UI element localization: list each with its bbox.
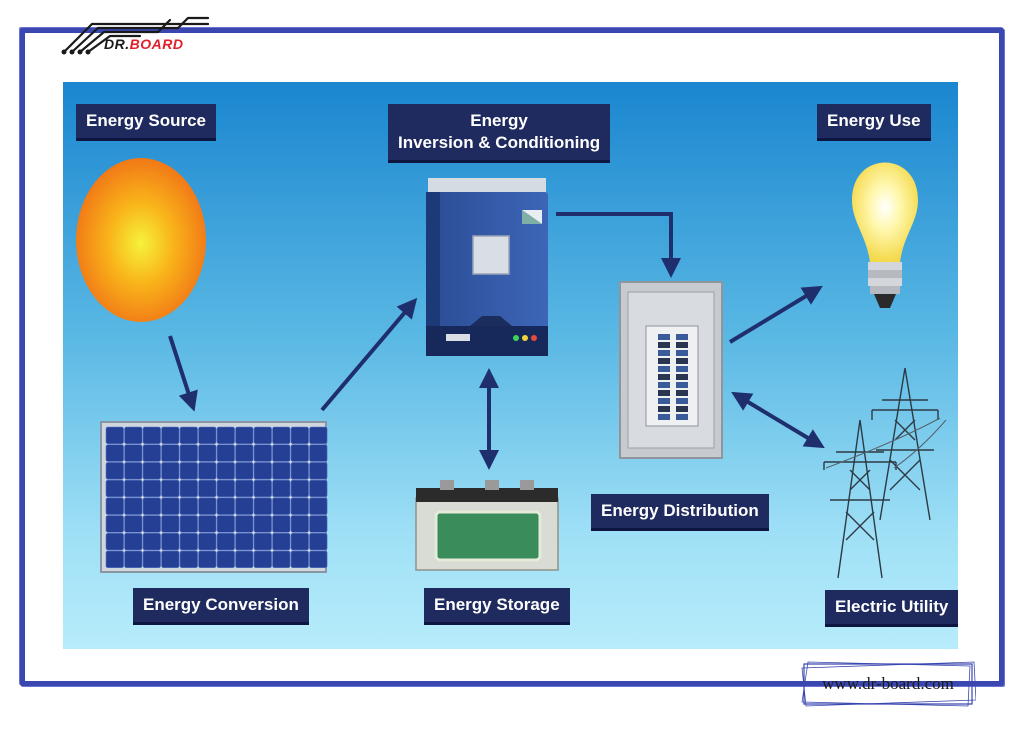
arrow-distribution-to-use <box>728 285 823 344</box>
arrow-source-to-conversion <box>168 335 198 412</box>
website-link[interactable]: www.dr-board.com <box>800 660 976 708</box>
arrow-conversion-to-inversion <box>320 297 418 412</box>
label-electric-utility: Electric Utility <box>825 590 959 624</box>
flow-arrows <box>168 212 825 470</box>
label-energy-conversion: Energy Conversion <box>133 588 309 622</box>
arrow-inversion-to-distribution <box>556 212 681 278</box>
inverter-icon <box>426 178 548 356</box>
label-energy-use: Energy Use <box>817 104 931 138</box>
light-bulb-icon <box>852 162 918 308</box>
label-energy-storage: Energy Storage <box>424 588 570 622</box>
battery-icon <box>415 480 559 571</box>
label-energy-distribution: Energy Distribution <box>591 494 769 528</box>
label-energy-inversion: Energy Inversion & Conditioning <box>388 104 611 160</box>
label-energy-source: Energy Source <box>76 104 216 138</box>
power-tower-icon <box>823 367 947 579</box>
stamp-frame-icon <box>801 661 976 707</box>
breaker-panel-icon <box>619 281 723 459</box>
outer-frame <box>20 28 1004 686</box>
sun-icon <box>76 158 206 322</box>
website-text: www.dr-board.com <box>822 674 954 693</box>
arrow-distribution-utility <box>731 391 825 449</box>
circuit-logo-icon <box>61 16 210 55</box>
solar-panel-icon <box>100 421 328 573</box>
logo-wordmark: DR.BOARD <box>104 36 184 52</box>
